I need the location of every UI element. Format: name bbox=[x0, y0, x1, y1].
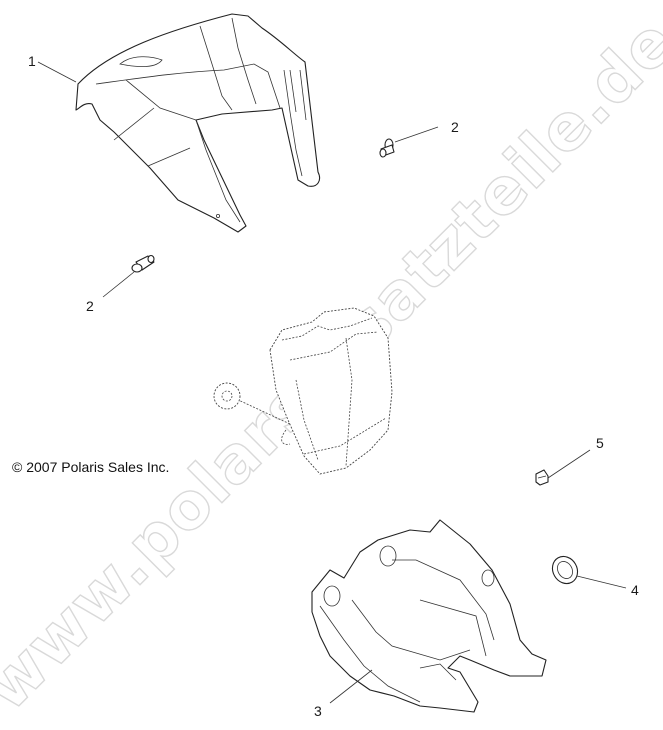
copyright-notice: © 2007 Polaris Sales Inc. bbox=[12, 459, 170, 475]
part-5-clip bbox=[535, 469, 549, 486]
leader-line-3 bbox=[329, 669, 373, 704]
leader-line-2b bbox=[102, 271, 135, 298]
part-3-lower-housing bbox=[311, 519, 547, 713]
headlight-assembly bbox=[213, 307, 393, 475]
leader-line-1 bbox=[37, 61, 77, 83]
leader-line-2a bbox=[394, 126, 439, 143]
leader-line-4 bbox=[576, 575, 627, 589]
callout-3: 3 bbox=[314, 703, 322, 719]
part-1-upper-cover bbox=[75, 13, 321, 233]
part-2-screw-left bbox=[131, 254, 155, 273]
callout-2-left: 2 bbox=[86, 298, 94, 314]
part-4-ring bbox=[551, 555, 579, 585]
callout-5: 5 bbox=[596, 435, 604, 451]
callout-4: 4 bbox=[631, 582, 639, 598]
callout-2-upper: 2 bbox=[451, 119, 459, 135]
leader-line-5 bbox=[547, 449, 591, 479]
callout-1: 1 bbox=[28, 53, 36, 69]
part-2-screw-upper bbox=[379, 138, 395, 158]
